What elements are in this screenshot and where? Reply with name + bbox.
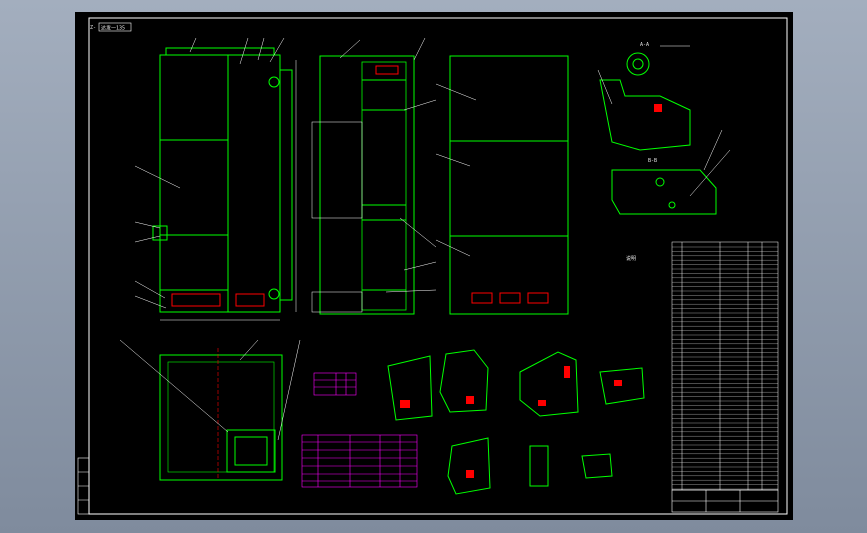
- drawing-stamp: 达发一135: [101, 25, 125, 32]
- front-view: [152, 47, 293, 313]
- section-hatches: [400, 104, 662, 478]
- detail-b-label: B-B: [648, 158, 657, 164]
- sheet-border: [88, 17, 788, 515]
- sheet-background: [75, 12, 793, 520]
- top-view: [159, 354, 283, 481]
- rear-view: [449, 55, 569, 315]
- detail-leaders: [597, 45, 731, 197]
- drawing-number-tag: Z-: [90, 25, 96, 31]
- detail-hinge-view: [599, 52, 717, 215]
- small-legend-table: [313, 372, 357, 396]
- parts-list-rows: [672, 246, 778, 490]
- title-block: [671, 489, 779, 513]
- center-parts-table: [301, 434, 418, 488]
- front-view-leaders: [134, 37, 297, 321]
- detail-a-label: A-A: [640, 42, 649, 48]
- parts-note-label: 说明: [626, 255, 636, 262]
- top-view-leaders: [119, 339, 301, 441]
- side-view-construction: [311, 37, 437, 313]
- section-details: [387, 349, 645, 495]
- rear-view-leaders: [435, 83, 477, 257]
- stamp-box: [98, 22, 132, 32]
